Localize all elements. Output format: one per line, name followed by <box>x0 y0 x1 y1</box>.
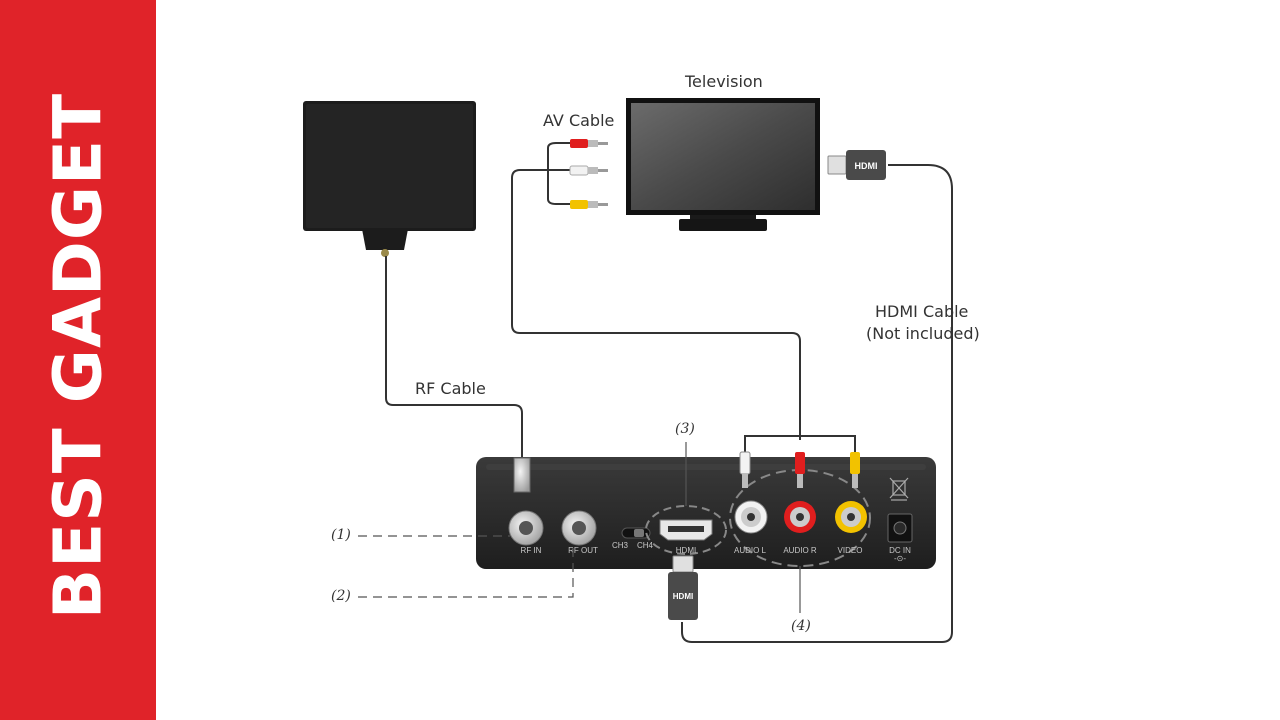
svg-text:HDMI: HDMI <box>673 592 693 601</box>
callout-4: (4) <box>791 618 811 634</box>
set-top-box: DC IN -⊙- RF IN RF OUT CH3 CH4 HDMI AUDI… <box>476 457 936 569</box>
ch4-label: CH4 <box>637 541 654 550</box>
television-label: Television <box>685 72 763 91</box>
callout-1: (1) <box>331 527 351 543</box>
callout-2: (2) <box>331 588 351 604</box>
av-cable-label: AV Cable <box>543 111 615 130</box>
av-plugs-at-tv <box>569 139 608 209</box>
svg-text:DC IN: DC IN <box>889 546 911 555</box>
hdmi-cable-label: HDMI Cable <box>875 302 969 321</box>
svg-text:HDMI: HDMI <box>855 161 878 171</box>
video-label: VIDEO <box>838 546 863 555</box>
rf-cable-line <box>385 256 523 458</box>
antenna <box>303 101 476 257</box>
rf-in-label: RF IN <box>521 546 542 555</box>
audio-l-label: AUDIO L <box>734 546 767 555</box>
svg-text:-⊙-: -⊙- <box>894 554 906 563</box>
hdmi-plug-tv: HDMI <box>827 150 886 180</box>
ch3-label: CH3 <box>612 541 629 550</box>
rf-out-label: RF OUT <box>568 546 598 555</box>
hdmi-plug-box: HDMI <box>668 555 698 620</box>
television <box>626 98 820 231</box>
not-included-label: (Not included) <box>866 324 980 343</box>
rf-cable-label: RF Cable <box>415 379 486 398</box>
hdmi-port-label: HDMI <box>676 546 696 555</box>
audio-r-label: AUDIO R <box>783 546 817 555</box>
hdmi-cable-line <box>681 164 953 643</box>
callout-lines <box>358 442 801 613</box>
av-cable-line <box>511 169 801 440</box>
brand-banner: BEST GADGET <box>0 0 156 720</box>
av-plugs-at-box <box>739 440 860 488</box>
callout-3: (3) <box>675 421 695 437</box>
